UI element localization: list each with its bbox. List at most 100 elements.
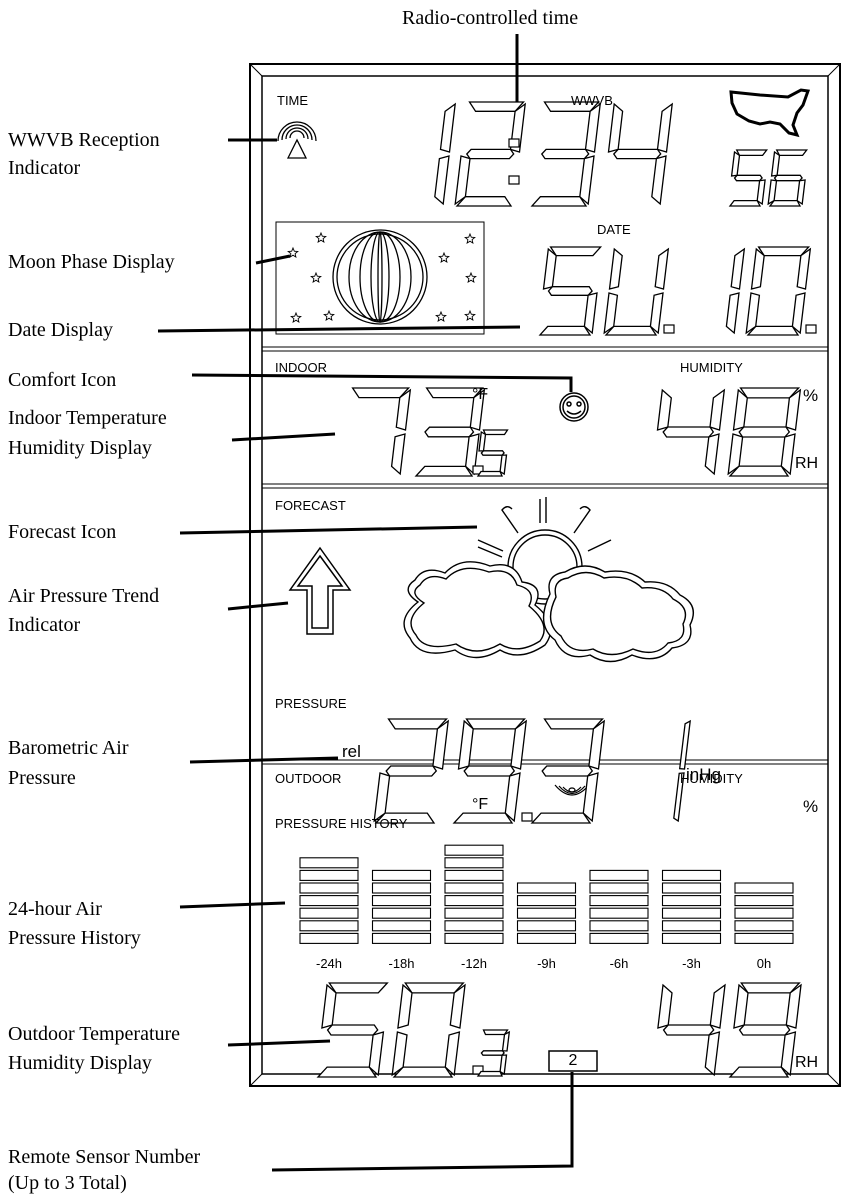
moon-icon (332, 229, 428, 325)
history-tick-label: -3h (682, 956, 701, 971)
history-bar--3h (661, 869, 722, 944)
date-number-digit-0 (725, 247, 746, 335)
time-hours-digit-1 (454, 101, 527, 207)
pressure-extra-digit-0 (673, 719, 691, 823)
callout-radio-time: Radio-controlled time (402, 7, 579, 29)
callout-forecast-icon: Forecast Icon (8, 521, 117, 543)
indoor-temp-decimal-decimal-point (472, 465, 484, 475)
callout-baro-2: Pressure (8, 767, 76, 789)
star-icon (287, 246, 299, 258)
indoor-temp-decimal-digit-1 (476, 429, 509, 477)
outdoor-temp-unit: °F (472, 796, 489, 813)
time-hours-digit-0 (434, 102, 457, 206)
stars (287, 231, 477, 323)
leader-remote (271, 1072, 574, 1172)
time-colon-bottom (508, 175, 520, 185)
leader-forecast (179, 525, 478, 535)
indoor-percent: % (803, 386, 819, 405)
callout-date-display: Date Display (8, 319, 113, 341)
cloud-left-inner (410, 567, 545, 652)
leader-trend (227, 601, 289, 611)
history-tick-label: -9h (537, 956, 556, 971)
callout-wwvb-2: Indicator (8, 157, 81, 179)
callout-trend-2: Indicator (8, 614, 81, 633)
pressure-value-digit-3 (530, 718, 606, 824)
history-tick-label: -6h (609, 956, 629, 971)
outdoor-humidity-label: HUMIDITY (680, 771, 743, 786)
leader-baro (189, 756, 339, 764)
section-dividers (262, 346, 828, 765)
date-number-decimal-point (805, 324, 817, 334)
time-minutes-digit-1 (607, 102, 674, 206)
time-seconds-digit-1 (767, 149, 809, 207)
indoor-temp-digit-0 (351, 387, 412, 476)
pressure-history-bars (299, 844, 794, 944)
display-frame (249, 63, 841, 1087)
pressure-trend-up-arrow-icon (288, 546, 352, 635)
history-bar-0h (734, 882, 794, 944)
leader-outdoor (227, 1039, 331, 1047)
cloud-left (403, 561, 552, 659)
callout-moon-phase: Moon Phase Display (8, 251, 175, 273)
cloud-right-inner (549, 571, 687, 656)
history-bar--9h (516, 882, 577, 944)
history-tick-label: -12h (460, 956, 488, 971)
outdoor-humidity-digit-0 (657, 983, 726, 1077)
comfort-smiley-icon (559, 392, 589, 422)
time-minutes-digit-0 (530, 101, 602, 207)
outdoor-percent: % (803, 797, 819, 816)
date-day-decimal-point (663, 324, 675, 334)
indoor-label: INDOOR (275, 360, 327, 375)
indoor-humidity-digit-0 (656, 388, 726, 476)
forecast-sun-cloud-icon (403, 497, 694, 663)
callout-trend-1: Air Pressure Trend (8, 585, 160, 607)
usa-map-icon (729, 88, 811, 138)
callout-outdoor-1: Outdoor Temperature (8, 1023, 181, 1045)
star-icon (435, 310, 447, 322)
date-day-digit-0 (538, 246, 603, 336)
star-icon (464, 309, 476, 321)
wwvb-reception-icon (277, 121, 317, 159)
history-tick-label: -18h (388, 956, 415, 971)
leader-indoor (231, 432, 336, 442)
moon-phase-panel (275, 221, 485, 335)
leader-history (179, 901, 286, 909)
callout-wwvb-1: WWVB Reception (8, 129, 160, 151)
callout-remote-1: Remote Sensor Number (8, 1146, 201, 1168)
star-icon (315, 231, 327, 243)
star-icon (310, 271, 322, 283)
history-bar--6h (589, 869, 649, 944)
callout-indoor-2: Humidity Display (8, 437, 152, 459)
indoor-temp-digit-1 (414, 387, 486, 477)
outdoor-temp-decimal-digit-1 (476, 1029, 511, 1077)
pressure-history-label: PRESSURE HISTORY (275, 816, 408, 831)
callout-remote-2: (Up to 3 Total) (8, 1172, 127, 1194)
leader-moon (255, 254, 291, 265)
date-day-digit-1 (603, 247, 670, 336)
callout-history-2: Pressure History (8, 927, 141, 949)
outdoor-humidity-digit-1 (728, 982, 802, 1078)
star-icon (438, 251, 450, 263)
remote-sensor-number: 2 (568, 1052, 578, 1069)
history-bar--24h (299, 857, 359, 944)
sensor-signal-icon (554, 784, 590, 796)
indoor-humidity-label: HUMIDITY (680, 360, 743, 375)
star-icon (464, 232, 476, 244)
history-bar--18h (371, 869, 432, 944)
star-icon (465, 271, 477, 283)
time-label: TIME (277, 93, 309, 108)
date-number-digit-1 (745, 246, 812, 336)
cloud-right (542, 565, 694, 663)
history-bar--12h (444, 844, 504, 944)
history-tick-label: -24h (315, 956, 343, 971)
lcd-digits (316, 101, 817, 1078)
wwvb-label: WWVB (571, 93, 613, 108)
callout-indoor-1: Indoor Temperature (8, 407, 167, 429)
time-seconds-digit-0 (728, 149, 769, 207)
indoor-temp-unit: °F (472, 386, 489, 403)
pressure-value-digit-1 (452, 718, 528, 824)
time-colon-top (508, 138, 520, 148)
leader-comfort (191, 373, 573, 392)
callout-comfort-icon: Comfort Icon (8, 369, 117, 391)
outdoor-temp-digit-0 (316, 982, 389, 1078)
